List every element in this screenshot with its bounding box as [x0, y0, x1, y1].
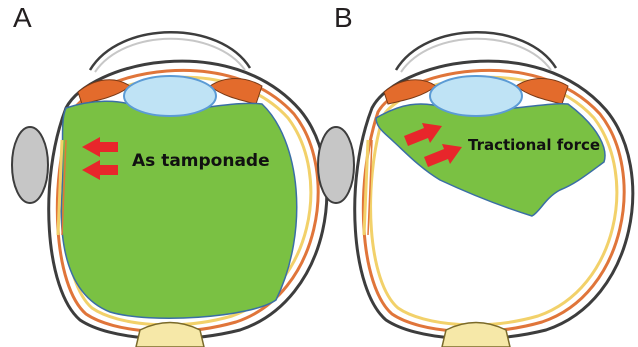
lens-a [124, 76, 216, 116]
eyelid-b [318, 127, 354, 203]
eyelid-a [12, 127, 48, 203]
vitreous-a [61, 101, 296, 318]
eye-b: Tractional force [318, 32, 633, 347]
lens-b [430, 76, 522, 116]
caption-a: As tamponade [132, 151, 270, 171]
caption-b: Tractional force [468, 136, 600, 154]
eye-a: As tamponade [12, 32, 327, 347]
